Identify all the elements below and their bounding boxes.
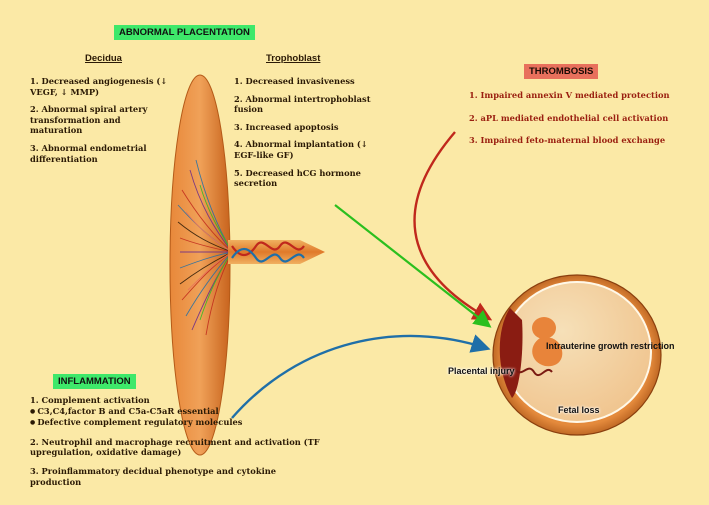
trophoblast-heading: Trophoblast <box>266 53 321 64</box>
decidua-item: 1. Decreased angiogenesis (↓ VEGF, ↓ MMP… <box>30 76 168 97</box>
placental-injury-label: Placental injury <box>448 366 515 376</box>
trophoblast-item: 3. Increased apoptosis <box>234 121 339 132</box>
trophoblast-item: 4. Abnormal implantation (↓ EGF-like GF) <box>234 139 368 160</box>
inflammation-list: 1. Complement activation C3,C4,factor B … <box>30 395 320 494</box>
inflammation-item: 3. Proinflammatory decidual phenotype an… <box>30 465 277 487</box>
inflammation-item: 2. Neutrophil and macrophage recruitment… <box>30 436 320 458</box>
decidua-oval <box>169 74 231 456</box>
thrombosis-title: THROMBOSIS <box>524 64 599 79</box>
inflammation-subitem: C3,C4,factor B and C5a-C5aR essential <box>30 406 320 418</box>
trophoblast-strands-icon <box>177 159 233 336</box>
placenta-shape <box>499 308 523 398</box>
inflammation-arrow <box>231 334 491 419</box>
inflammation-item-1: 1. Complement activation <box>30 395 150 405</box>
dna-helix-icon <box>231 241 305 263</box>
trophoblast-item: 1. Decreased invasiveness <box>234 76 355 86</box>
thrombosis-item: 1. Impaired annexin V mediated protectio… <box>469 90 670 100</box>
decidua-list: 1. Decreased angiogenesis (↓ VEGF, ↓ MMP… <box>30 76 170 171</box>
decidua-heading: Decidua <box>85 53 122 64</box>
thrombosis-item: 3. Impaired feto-maternal blood exchange <box>469 135 666 146</box>
thrombosis-arrow <box>413 131 493 321</box>
inflammation-subitem: Defective complement regulatory molecule… <box>30 417 320 429</box>
inflammation-title: INFLAMMATION <box>53 374 136 389</box>
trophoblast-list: 1. Decreased invasiveness 2. Abnormal in… <box>234 76 384 196</box>
umbilical-cord <box>515 367 553 377</box>
fetus-icon <box>532 317 563 367</box>
decidua-item: 3. Abnormal endometrial differentiation <box>30 142 147 164</box>
inflammation-item: 1. Complement activation C3,C4,factor B … <box>30 395 320 429</box>
thrombosis-list: 1. Impaired annexin V mediated protectio… <box>469 90 704 158</box>
trophoblast-arrow <box>334 204 492 328</box>
uterus-cavity <box>502 281 652 423</box>
abnormal-placentation-title: ABNORMAL PLACENTATION <box>114 25 255 40</box>
decidua-item: 2. Abnormal spiral artery transformation… <box>30 104 148 136</box>
trophoblast-item: 2. Abnormal intertrophoblast fusion <box>234 93 371 115</box>
trophoblast-tube <box>228 240 325 264</box>
trophoblast-item: 5. Decreased hCG hormone secretion <box>234 167 361 189</box>
thrombosis-item: 2. aPL mediated endothelial cell activat… <box>469 112 669 123</box>
fetal-loss-label: Fetal loss <box>558 405 600 415</box>
iugr-label: Intrauterine growth restriction <box>546 341 675 351</box>
